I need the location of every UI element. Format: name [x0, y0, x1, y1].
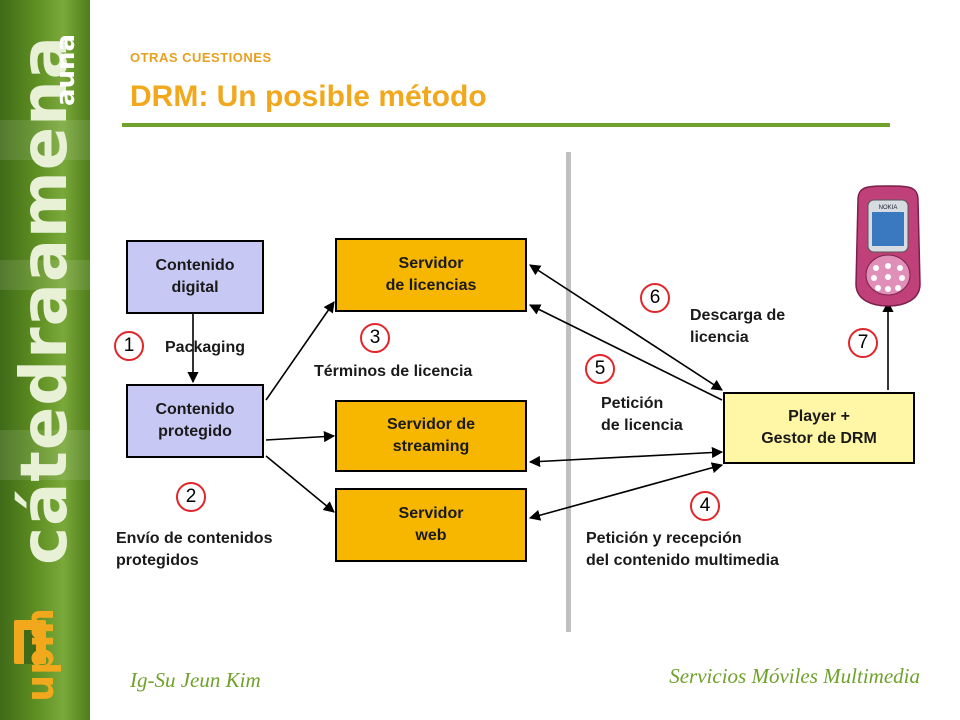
node-player-drm: Player + Gestor de DRM [723, 392, 915, 464]
brand-sidebar: cátedraamena auna upm [0, 0, 90, 720]
arrow-web-player [528, 462, 724, 521]
step-4: 4 [690, 491, 720, 521]
label-descarga-licencia: Descarga de licencia [690, 307, 786, 346]
page-title: DRM: Un posible método [130, 80, 487, 113]
node-servidor-web: Servidor web [335, 488, 527, 562]
step-1: 1 [114, 331, 144, 361]
step-3: 3 [360, 323, 390, 353]
svg-text:NOKIA: NOKIA [879, 205, 898, 211]
step-2: 2 [176, 482, 206, 512]
footer-course: Servicios Móviles Multimedia [669, 664, 920, 688]
arrow-streaming-player [528, 446, 724, 468]
node-servidor-streaming: Servidor de streaming [335, 400, 527, 472]
node-contenido-digital: Contenido digital [126, 240, 264, 314]
arrow-descarga-licencia [529, 264, 723, 391]
diagram-divider [566, 152, 571, 632]
node-contenido-protegido: Contenido protegido [126, 384, 264, 458]
section-kicker: OTRAS CUESTIONES [130, 50, 272, 65]
arrow-to-web [265, 455, 335, 513]
label-packaging: Packaging [165, 339, 246, 356]
step-6: 6 [640, 283, 670, 313]
arrow-peticion-licencia [528, 304, 723, 401]
mobile-phone-icon: NOKIA [855, 185, 921, 307]
label-peticion-recepcion: Petición y recepción del contenido multi… [586, 530, 779, 569]
step-7: 7 [848, 328, 878, 358]
arrow-to-streaming [265, 431, 336, 443]
step-5: 5 [585, 354, 615, 384]
university-mark-icon [14, 620, 46, 664]
footer-author: Ig-Su Jeun Kim [130, 668, 261, 692]
label-peticion-licencia: Petición de licencia [601, 395, 683, 434]
arrow-to-licencias [265, 301, 335, 401]
label-terminos-licencia: Términos de licencia [314, 363, 473, 380]
node-servidor-licencias: Servidor de licencias [335, 238, 527, 312]
label-envio-contenidos: Envío de contenidos protegidos [116, 530, 273, 569]
title-underline [122, 123, 890, 127]
